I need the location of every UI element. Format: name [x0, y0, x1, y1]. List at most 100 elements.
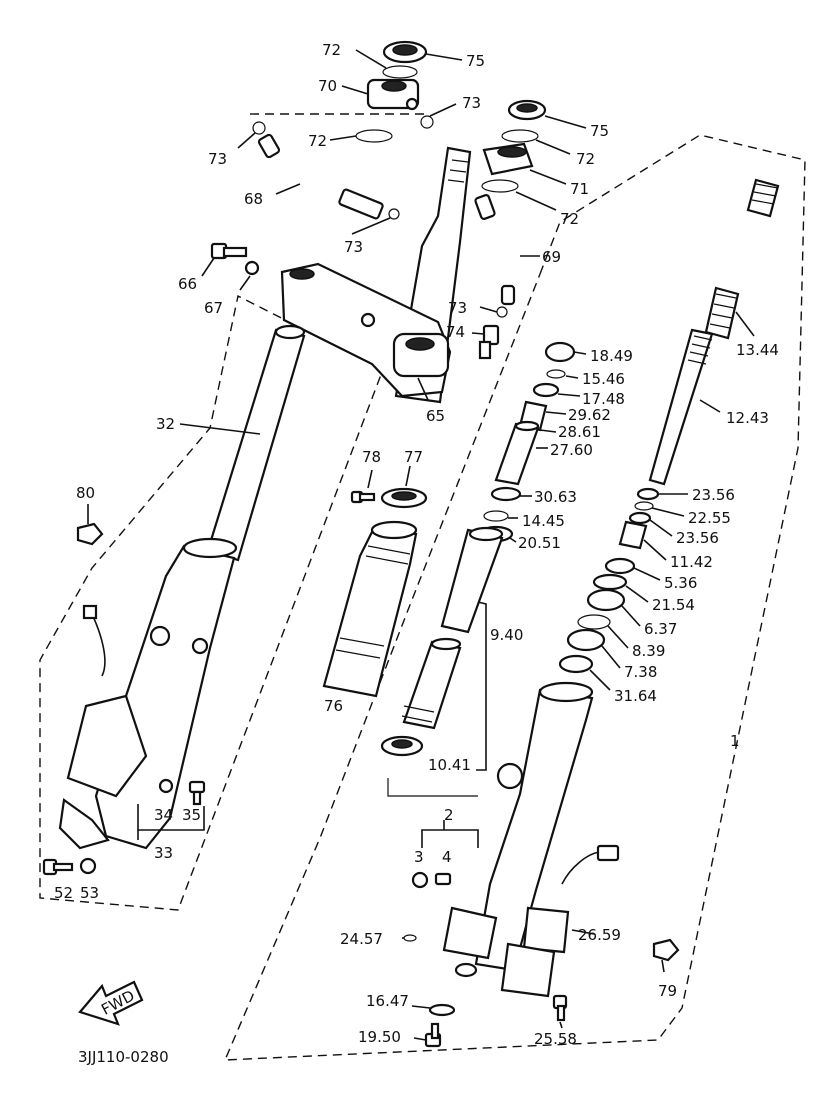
callout-65: 65	[426, 407, 445, 425]
bolt-74	[471, 324, 500, 360]
bolt-35	[188, 780, 206, 806]
nut-23b	[628, 511, 673, 537]
callout-30-63: 30.63	[534, 488, 577, 506]
clip-80	[76, 504, 104, 546]
callout-4: 4	[442, 848, 452, 866]
callout-53: 53	[80, 884, 99, 902]
clip-79	[652, 938, 680, 973]
callout-35: 35	[182, 806, 201, 824]
callout-11-42: 11.42	[670, 553, 713, 571]
rod-28	[539, 429, 557, 433]
fwd-arrow: FWD	[78, 980, 144, 1026]
callout-2: 2	[444, 806, 454, 824]
callout-8-39: 8.39	[632, 642, 665, 660]
callout-78: 78	[362, 448, 381, 466]
callout-labels: 72 75 70 73 73 72 75 72 71 68 72 73 69 6…	[54, 41, 779, 1048]
callout-34: 34	[154, 806, 173, 824]
o-ring-72-mid	[329, 129, 393, 143]
callout-69: 69	[542, 248, 561, 266]
callout-72: 72	[308, 132, 327, 150]
washer-34	[158, 778, 174, 794]
o-ring-72-top	[355, 49, 418, 79]
bolt-19	[424, 1022, 442, 1048]
callout-13-44: 13.44	[736, 341, 779, 359]
callout-75: 75	[590, 122, 609, 140]
hose-68	[257, 133, 400, 235]
bolt-25	[552, 994, 568, 1022]
callout-10-41: 10.41	[428, 756, 471, 774]
right-outer-tube	[442, 681, 594, 978]
plug-16	[428, 1003, 456, 1017]
clamp-77	[380, 465, 428, 509]
callout-74: 74	[446, 323, 465, 341]
callout-72: 72	[576, 150, 595, 168]
rod-12	[648, 328, 721, 486]
o-ring-73-a	[420, 103, 457, 129]
o-ring-73-d	[479, 306, 508, 318]
callout-9-40: 9.40	[490, 626, 523, 644]
callout-67: 67	[204, 299, 223, 317]
callout-31-64: 31.64	[614, 687, 657, 705]
callout-19-50: 19.50	[358, 1028, 401, 1046]
nut-3	[411, 871, 429, 889]
callout-66: 66	[178, 275, 197, 293]
seal-7	[566, 628, 621, 669]
collar-11	[618, 520, 667, 561]
callout-76: 76	[324, 697, 343, 715]
callout-23-56: 23.56	[692, 486, 735, 504]
ring-30	[490, 486, 532, 502]
callout-5-36: 5.36	[664, 574, 697, 592]
left-inner-tube	[206, 324, 306, 562]
ring-14	[483, 510, 518, 522]
ring-31	[558, 654, 611, 691]
dust-cap-75-right	[507, 99, 587, 129]
callout-26-59: 26.59	[578, 926, 621, 944]
nut-23a	[636, 487, 688, 501]
callout-71: 71	[570, 180, 589, 198]
ring-21	[592, 573, 649, 603]
callout-73: 73	[208, 150, 227, 168]
callout-1: 1	[730, 732, 740, 750]
diagram-code: 3JJ110-0280	[78, 1048, 169, 1066]
callout-72: 72	[322, 41, 341, 59]
callout-17-48: 17.48	[582, 390, 625, 408]
boot-bracket	[387, 778, 478, 797]
spring-17	[532, 382, 581, 398]
right-fork-outline	[223, 134, 806, 1061]
bolt-66	[201, 242, 248, 277]
callout-68: 68	[244, 190, 263, 208]
callout-12-43: 12.43	[726, 409, 769, 427]
callout-29-62: 29.62	[568, 406, 611, 424]
left-fork-outline	[39, 294, 389, 911]
washer-22	[634, 501, 685, 517]
callout-20-51: 20.51	[518, 534, 561, 552]
callout-80: 80	[76, 484, 95, 502]
callout-7-38: 7.38	[624, 663, 657, 681]
callout-25-58: 25.58	[534, 1030, 577, 1048]
callout-73: 73	[462, 94, 481, 112]
callout-14-45: 14.45	[522, 512, 565, 530]
o-ring-72-right-b	[481, 179, 557, 211]
leader-lines	[137, 820, 563, 1041]
callout-18-49: 18.49	[590, 347, 633, 365]
seal-6	[586, 588, 641, 627]
seal-10	[380, 735, 424, 757]
oring-24	[403, 934, 417, 942]
callout-24-57: 24.57	[340, 930, 383, 948]
left-outer-tube	[58, 423, 261, 850]
callout-22-55: 22.55	[688, 509, 731, 527]
callout-28-61: 28.61	[558, 423, 601, 441]
callout-73: 73	[344, 238, 363, 256]
o-ring-73-left	[237, 121, 266, 149]
bolt-78	[350, 469, 376, 504]
damper-cylinder-9	[440, 526, 504, 771]
clip-8	[577, 614, 629, 649]
callout-77: 77	[404, 448, 423, 466]
callout-21-54: 21.54	[652, 596, 695, 614]
cap-71	[482, 142, 567, 185]
callout-16-47: 16.47	[366, 992, 409, 1010]
o-ring-72-right-a	[501, 129, 571, 155]
callout-52: 52	[54, 884, 73, 902]
callout-72: 72	[560, 210, 579, 228]
